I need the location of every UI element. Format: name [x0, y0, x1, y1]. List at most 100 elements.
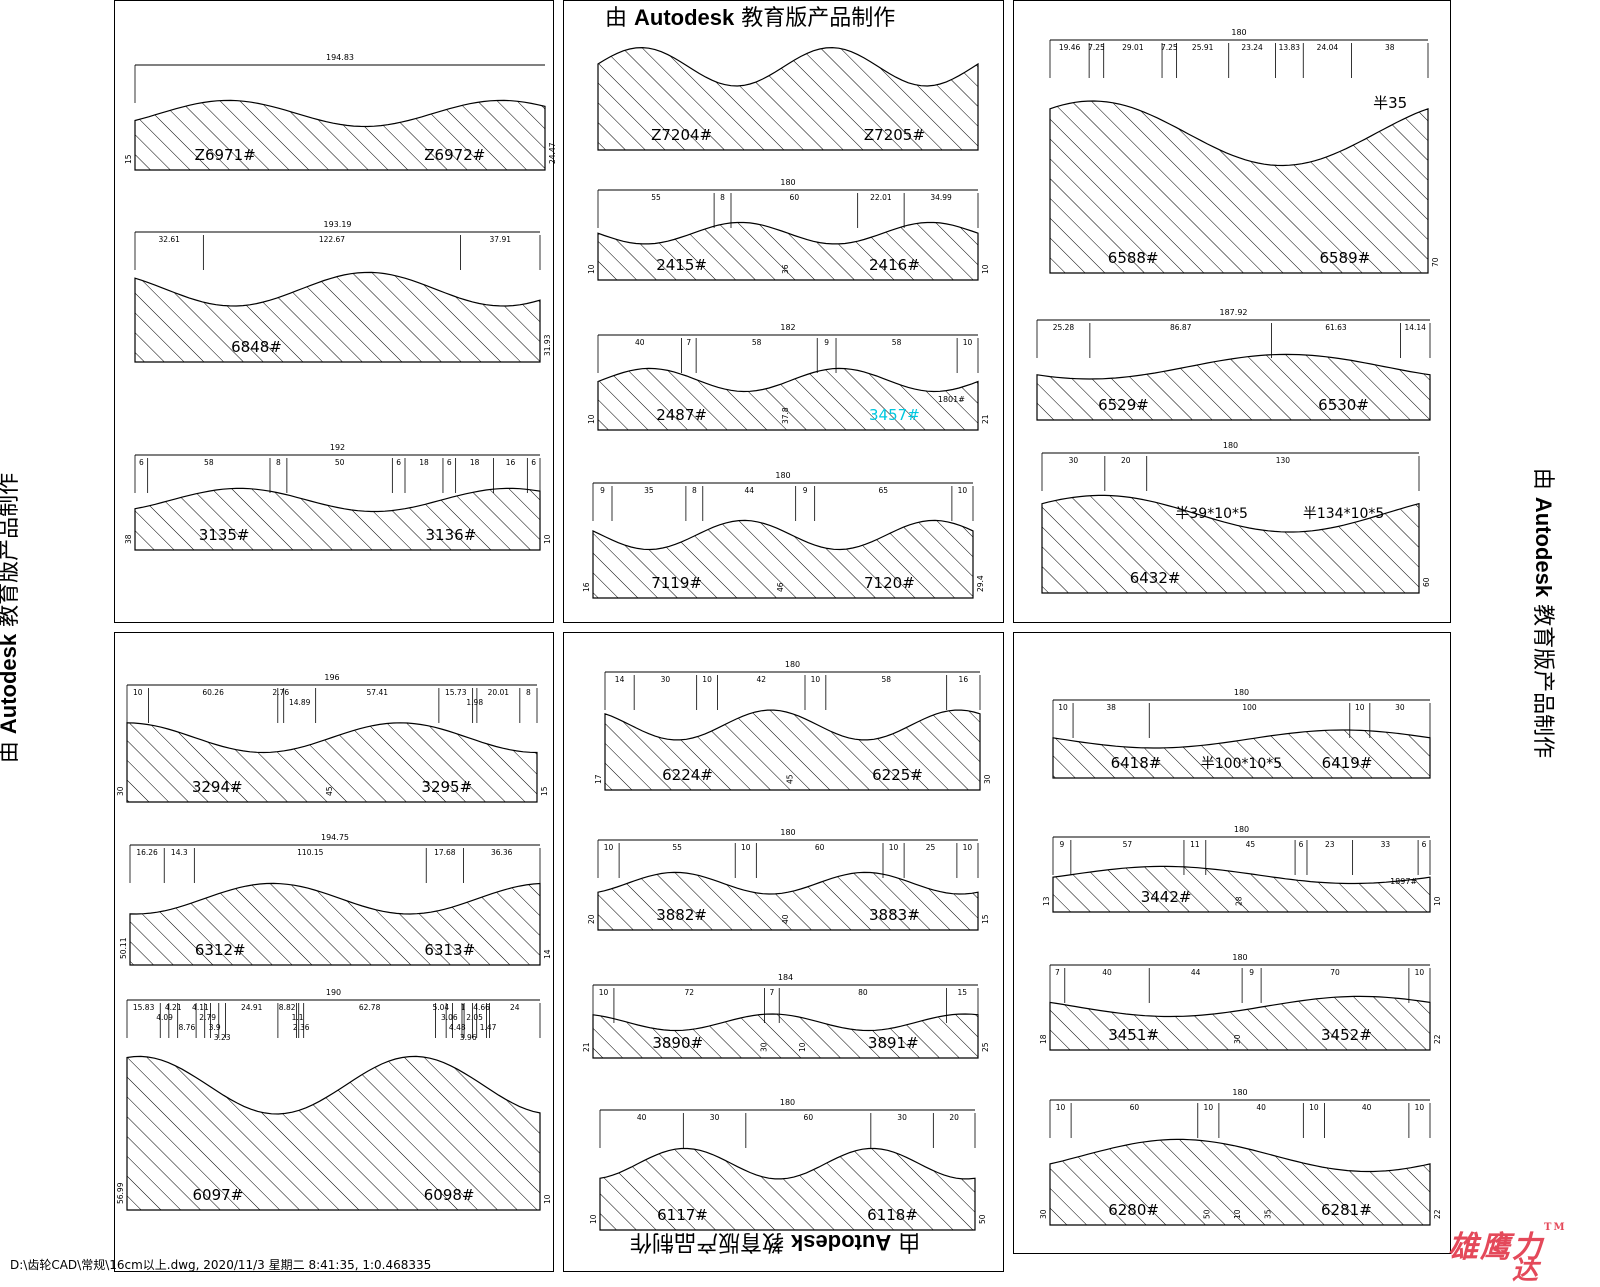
spec-label: 半100*10*5 [1201, 756, 1282, 772]
segment-dimension: 14 [615, 675, 625, 684]
side-dimension: 60 [1422, 577, 1431, 587]
part-number-label: 2415# [656, 256, 707, 274]
segment-dimension: 19.46 [1059, 43, 1081, 52]
side-dimension: 17 [594, 774, 603, 784]
side-dimension: 70 [1431, 257, 1440, 267]
segment-dimension: 5.04 [432, 1003, 449, 1012]
profile-shape [129, 882, 541, 966]
segment-dimension: 7.25 [1088, 43, 1105, 52]
segment-dimension: 6 [396, 458, 401, 467]
segment-dimension: 14.89 [289, 698, 311, 707]
profile-shape [134, 271, 541, 363]
segment-dimension: 8 [526, 688, 531, 697]
segment-dimension: 35 [644, 486, 654, 495]
part-number-label: 7120# [864, 574, 915, 592]
segment-dimension: 30 [661, 675, 671, 684]
segment-dimension: 18 [470, 458, 480, 467]
segment-dimension: 6 [139, 458, 144, 467]
side-dimension: 46 [776, 582, 785, 592]
segment-dimension: 7 [686, 338, 691, 347]
part-number-label: 3452# [1321, 1026, 1372, 1044]
segment-dimension: 3.06 [441, 1013, 458, 1022]
profile-shape [1036, 353, 1431, 421]
segment-dimension: 3.9 [209, 1023, 221, 1032]
side-dimension: 50 [1203, 1209, 1212, 1219]
segment-dimension: 18 [419, 458, 429, 467]
segment-dimension: 20.01 [488, 688, 510, 697]
total-dimension: 180 [775, 471, 790, 480]
segment-dimension: 86.87 [1170, 323, 1192, 332]
side-dimension: 38 [124, 534, 133, 544]
drawing-panel-3 [1013, 0, 1451, 623]
part-number-label: 3457# [869, 406, 920, 424]
profile-shape [1049, 995, 1431, 1051]
segment-dimension: 4.09 [156, 1013, 173, 1022]
side-dimension: 10 [1233, 1209, 1242, 1219]
profile-shape [592, 519, 974, 599]
segment-dimension: 10 [133, 688, 143, 697]
watermark-top: 由 Autodesk 教育版产品制作 [605, 5, 896, 31]
total-dimension: 192 [330, 443, 345, 452]
segment-dimension: 1.47 [480, 1023, 497, 1032]
segment-dimension: 10 [604, 843, 614, 852]
part-number-label: 6589# [1319, 249, 1370, 267]
side-dimension: 40 [781, 914, 790, 924]
total-dimension: 184 [778, 973, 793, 982]
segment-dimension: 10 [811, 675, 821, 684]
segment-dimension: 55 [651, 193, 661, 202]
segment-dimension: 10 [1204, 1103, 1214, 1112]
total-dimension: 193.19 [324, 220, 352, 229]
side-dimension: 50.11 [119, 937, 128, 959]
part-number-label: 6418# [1111, 754, 1162, 772]
part-number-label: 6097# [192, 1186, 243, 1204]
segment-dimension: 8.82 [279, 1003, 296, 1012]
note-label: 1897# [1390, 877, 1417, 886]
side-dimension: 37.8 [781, 407, 790, 424]
segment-dimension: 8 [720, 193, 725, 202]
total-dimension: 180 [780, 178, 795, 187]
total-dimension: 180 [1232, 1088, 1247, 1097]
segment-dimension: 34.99 [930, 193, 952, 202]
segment-dimension: 8.76 [179, 1023, 196, 1032]
segment-dimension: 9 [1249, 968, 1254, 977]
segment-dimension: 10 [702, 675, 712, 684]
segment-dimension: 60 [1130, 1103, 1140, 1112]
profile-shape [597, 367, 979, 431]
segment-dimension: 10 [599, 988, 609, 997]
segment-dimension: 57.41 [367, 688, 389, 697]
segment-dimension: 40 [1102, 968, 1112, 977]
segment-dimension: 16 [506, 458, 516, 467]
segment-dimension: 8 [276, 458, 281, 467]
part-number-label: 3882# [656, 906, 707, 924]
segment-dimension: 2.79 [199, 1013, 216, 1022]
part-number-label: 3135# [199, 526, 250, 544]
segment-dimension: 44 [744, 486, 754, 495]
part-number-label: 6281# [1321, 1201, 1372, 1219]
segment-dimension: 2.36 [293, 1023, 310, 1032]
part-number-label: 6529# [1098, 396, 1149, 414]
segment-dimension: 10 [1056, 1103, 1066, 1112]
segment-dimension: 70 [1330, 968, 1340, 977]
part-number-label: 6848# [231, 338, 282, 356]
side-dimension: 10 [543, 1194, 552, 1204]
total-dimension: 196 [324, 673, 339, 682]
part-number-label: 6117# [657, 1206, 708, 1224]
watermark-bottom: 由 Autodesk 教育版产品制作 [630, 1229, 921, 1255]
segment-dimension: 110.15 [297, 848, 323, 857]
segment-dimension: 32.61 [158, 235, 180, 244]
side-dimension: 36 [781, 264, 790, 274]
side-dimension: 35 [1263, 1209, 1272, 1219]
segment-dimension: 1 [461, 1003, 466, 1012]
segment-dimension: 20 [1121, 456, 1131, 465]
segment-dimension: 60 [804, 1113, 814, 1122]
segment-dimension: 4.21 [165, 1003, 182, 1012]
part-number-label: 6432# [1130, 569, 1181, 587]
profile-shape [1052, 729, 1431, 779]
profile-shape [1049, 100, 1429, 274]
segment-dimension: 36.36 [491, 848, 513, 857]
profile-shape [1041, 494, 1420, 594]
segment-dimension: 20 [949, 1113, 959, 1122]
side-dimension: 10 [543, 534, 552, 544]
segment-dimension: 30 [710, 1113, 720, 1122]
